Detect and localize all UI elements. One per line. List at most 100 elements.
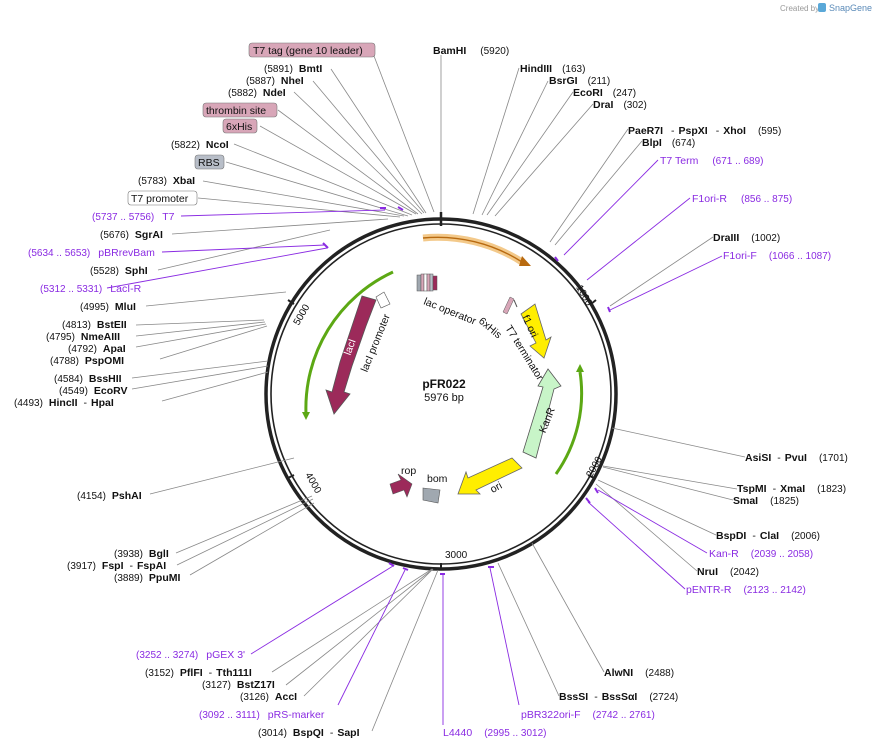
enzyme-bsrgi-pos: (211) bbox=[588, 76, 611, 87]
enzyme-bamhi-pos: (5920) bbox=[480, 46, 509, 57]
primer-pbrrevbam-range: (5634 .. 5653) bbox=[28, 248, 90, 259]
rop-label: rop bbox=[401, 465, 416, 477]
enzyme-acci-pos: (3126) bbox=[240, 692, 269, 703]
svg-text:(4154)PshAI: (4154) PshAI bbox=[77, 490, 142, 502]
svg-text:BsrGI(211): BsrGI (211) bbox=[549, 75, 610, 87]
enzyme-fspai: FspAI bbox=[137, 560, 166, 572]
laci-arrow bbox=[325, 295, 377, 415]
enzyme-pspomi-pos: (4788) bbox=[50, 356, 79, 367]
ori-arrow bbox=[457, 457, 523, 495]
svg-text:(3938)BglI: (3938)BglI bbox=[114, 548, 169, 560]
svg-text:(4493)HincII-HpaI: (4493)HincII-HpaI bbox=[14, 397, 114, 409]
svg-text:EcoRI(247): EcoRI(247) bbox=[573, 87, 636, 99]
primer-prs-marker-range: (3092 .. 3111) bbox=[199, 710, 260, 721]
enzyme-bspdi: BspDI bbox=[716, 530, 746, 542]
bom-block bbox=[422, 487, 441, 504]
enzyme-pspxi: PspXI bbox=[679, 125, 708, 137]
enzyme-nmeaiii-pos: (4795) bbox=[46, 332, 75, 343]
svg-text:(4795)NmeAIII: (4795)NmeAIII bbox=[46, 331, 120, 343]
enzyme-pshai: PshAI bbox=[112, 490, 142, 502]
kanr-arrow bbox=[522, 368, 562, 459]
green-arrow-right bbox=[554, 371, 584, 475]
boxed-features: T7 tag (gene 10 leader) thrombin site 6x… bbox=[127, 42, 376, 206]
credit-brand: SnapGene bbox=[829, 3, 872, 13]
enzyme-bsteii-pos: (4813) bbox=[62, 320, 91, 331]
enzyme-fspi: FspI bbox=[102, 560, 124, 572]
credit-prefix: Created by bbox=[780, 4, 819, 13]
primer-t7: T7 bbox=[162, 211, 174, 223]
svg-text:(5312 .. 5331)LacI-R: (5312 .. 5331)LacI-R bbox=[40, 283, 142, 295]
enzyme-clai: ClaI bbox=[760, 530, 779, 542]
green-arrowhead-right-icon bbox=[576, 364, 584, 372]
laci-promoter-block bbox=[375, 291, 391, 309]
enzyme-nrui-pos: (2042) bbox=[730, 567, 759, 578]
plasmid-size: 5976 bp bbox=[424, 392, 464, 404]
svg-text:(3889)PpuMI: (3889)PpuMI bbox=[114, 572, 180, 584]
his-outer-box bbox=[222, 118, 258, 134]
svg-text:(3917)FspI-FspAI: (3917)FspI-FspAI bbox=[67, 560, 166, 572]
svg-text:AlwNI(2488): AlwNI(2488) bbox=[604, 667, 674, 679]
primer-pbr322ori-f: pBR322ori-F bbox=[521, 709, 581, 721]
enzyme-labels-left: (5891)BmtI (5887)NheI (5882)NdeI (5822)N… bbox=[14, 63, 360, 739]
tick-4000 bbox=[287, 474, 295, 479]
svg-text:TspMI-XmaI(1823): TspMI-XmaI(1823) bbox=[737, 483, 846, 495]
primer-marks bbox=[322, 206, 611, 575]
svg-text:(4788)PspOMI: (4788) PspOMI bbox=[50, 355, 124, 367]
svg-text:PaeR7I-PspXI-XhoI(595): PaeR7I-PspXI-XhoI(595) bbox=[628, 125, 781, 137]
enzyme-asisi: AsiSI bbox=[745, 452, 771, 464]
enzyme-bsshii: BssHII bbox=[89, 373, 122, 385]
enzyme-bspqi-pos: (3014) bbox=[258, 728, 287, 739]
laci-label: lacI bbox=[342, 337, 359, 356]
svg-text:(3252 .. 3274)pGEX 3': (3252 .. 3274) pGEX 3' bbox=[136, 649, 245, 661]
enzyme-sgrai: SgrAI bbox=[135, 229, 163, 241]
svg-text:(4549)EcoRV: (4549)EcoRV bbox=[59, 385, 128, 397]
enzyme-bmti: BmtI bbox=[299, 63, 322, 75]
enzyme-acci: AccI bbox=[275, 691, 297, 703]
enzyme-mlui-pos: (4995) bbox=[80, 302, 109, 313]
enzyme-alwni: AlwNI bbox=[604, 667, 633, 679]
enzyme-bstz17i: BstZ17I bbox=[237, 679, 275, 691]
enzyme-bsteii: BstEII bbox=[97, 319, 127, 331]
primer-pentr-r-range: (2123 .. 2142) bbox=[744, 585, 806, 596]
enzyme-ppumi: PpuMI bbox=[149, 572, 181, 584]
f1-ori-arrow bbox=[520, 303, 552, 359]
primer-t7-range: (5737 .. 5756) bbox=[92, 212, 154, 223]
enzyme-labels-right: BamHI(5920) HindIII(163) BsrGI(211) EcoR… bbox=[433, 45, 848, 703]
enzyme-pshai-pos: (4154) bbox=[77, 491, 106, 502]
tick-label-4000: 4000 bbox=[302, 471, 323, 496]
green-arrowhead-left-icon bbox=[302, 412, 310, 420]
enzyme-draiii: DraIII bbox=[713, 232, 739, 244]
svg-text:Kan-R(2039 .. 2058): Kan-R(2039 .. 2058) bbox=[709, 548, 813, 560]
bom-label: bom bbox=[427, 473, 448, 485]
svg-text:(3126)AccI: (3126) AccI bbox=[240, 691, 297, 703]
enzyme-xhoi: XhoI bbox=[723, 125, 746, 137]
t7-promoter-label: T7 promoter bbox=[131, 193, 189, 205]
enzyme-bstz17i-pos: (3127) bbox=[202, 680, 231, 691]
primer-pgex-range: (3252 .. 3274) bbox=[136, 650, 198, 661]
enzyme-xbai: XbaI bbox=[173, 175, 195, 187]
primer-leader-lines bbox=[106, 159, 723, 725]
svg-text:(5822)NcoI: (5822)NcoI bbox=[171, 139, 229, 151]
enzyme-pspomi: PspOMI bbox=[85, 355, 124, 367]
svg-text:BssSI-BssSαI(2724): BssSI-BssSαI(2724) bbox=[559, 691, 678, 703]
enzyme-bsrgi: BsrGI bbox=[549, 75, 578, 87]
primer-prs-marker: pRS-marker bbox=[268, 709, 325, 721]
enzyme-hindiii: HindIII bbox=[520, 63, 552, 75]
enzyme-sphi-pos: (5528) bbox=[90, 266, 119, 277]
primer-labels: (5737 .. 5756)T7 (5634 .. 5653)pBRrevBam… bbox=[28, 155, 831, 739]
snapgene-credit: Created by SnapGene bbox=[780, 3, 872, 13]
primer-t7term-range: (671 .. 689) bbox=[712, 156, 763, 167]
tick-label-3000: 3000 bbox=[445, 550, 468, 561]
enzyme-xmai: XmaI bbox=[780, 483, 805, 495]
svg-text:(5891)BmtI: (5891)BmtI bbox=[264, 63, 322, 75]
enzyme-xbai-pos: (5783) bbox=[138, 176, 167, 187]
primer-pgex: pGEX 3' bbox=[206, 649, 245, 661]
enzyme-bsssai: BssSαI bbox=[602, 691, 638, 703]
his-outer-label: 6xHis bbox=[226, 121, 252, 133]
rop-arrow bbox=[389, 473, 413, 498]
ori-label: ori bbox=[488, 480, 504, 496]
primer-l4440-range: (2995 .. 3012) bbox=[484, 728, 546, 739]
orf-arrow bbox=[422, 236, 523, 263]
enzyme-hpai: HpaI bbox=[91, 397, 114, 409]
enzyme-bgli: BglI bbox=[149, 548, 169, 560]
